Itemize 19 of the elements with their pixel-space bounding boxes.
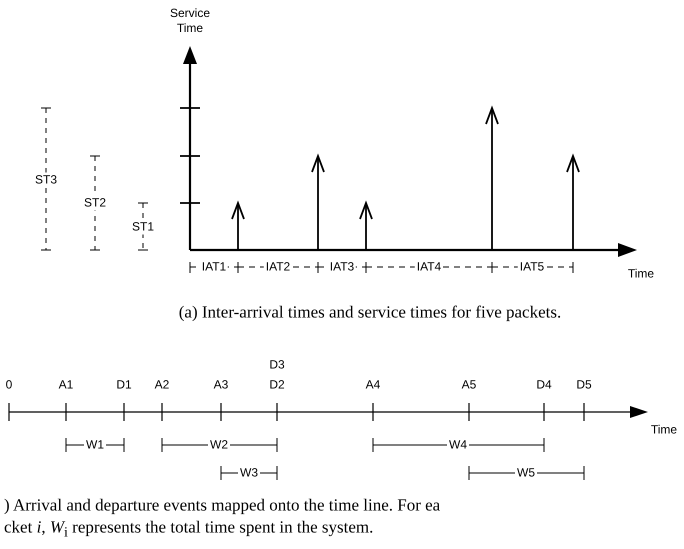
tick-label: A2 [154,378,170,392]
tick-label: D2 [269,378,285,392]
axis-label: Time [628,266,654,282]
tick-label: D1 [116,378,132,392]
tick-label: D4 [536,378,552,392]
caption: ) Arrival and departure events mapped onto the time line. For ea [4,498,440,512]
axis-title: Service Time [168,6,211,36]
caption: cket i, W$_{i}$ represents the total time spent in the system. [4,519,374,541]
tick-label: 0 [6,378,12,392]
tick-label: A5 [462,378,476,392]
dimension-label: ST1 [130,220,156,234]
tick-label: A4 [366,378,380,392]
tick-label: A3 [214,378,228,392]
caption: (a) Inter-arrival times and service times for five packets. [178,304,562,320]
axis-label: Time [650,422,678,438]
tick-label: D3 [269,358,285,372]
tick-label: D5 [576,378,592,392]
tick-label: A1 [58,378,74,392]
dimension-label: ST2 [82,196,108,210]
